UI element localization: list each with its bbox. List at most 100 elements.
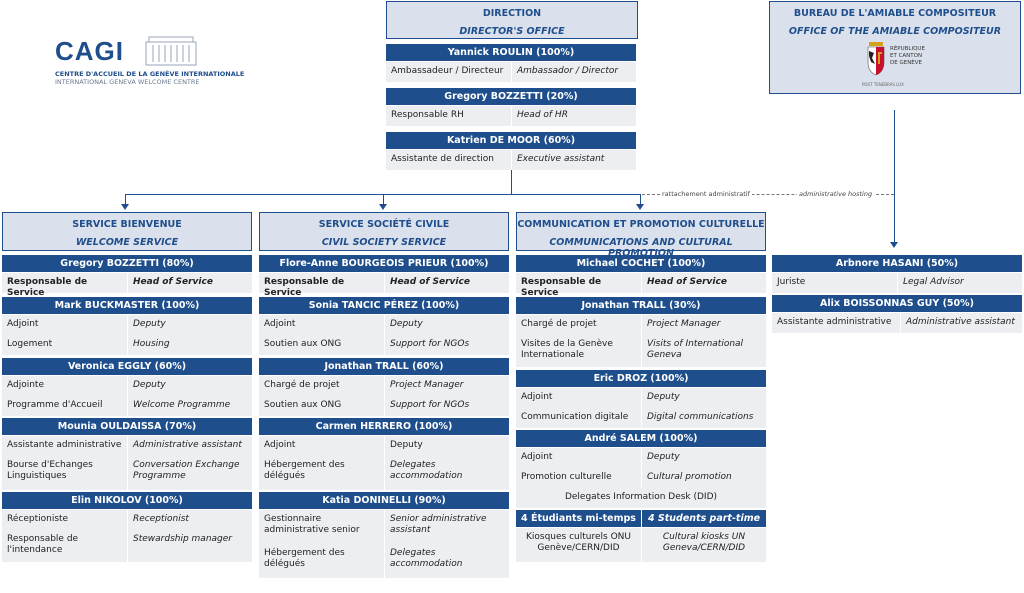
role-fr: Adjoint xyxy=(521,392,553,402)
role-fr: Adjoint xyxy=(521,452,553,462)
geneva-coat-of-arms-icon xyxy=(867,42,885,76)
comms-header: COMMUNICATION ET PROMOTION CULTURELLE CO… xyxy=(516,212,766,259)
arrow-comms xyxy=(636,204,644,210)
role-fr: Chargé de projet xyxy=(264,380,340,390)
branch-welcome xyxy=(125,194,126,206)
civil-name-2: Sonia TANCIC PÉREZ (100%) xyxy=(259,297,509,314)
civil-row-6: Adjoint Deputy xyxy=(259,436,509,456)
role-fr: Responsable de l'intendance xyxy=(7,534,79,555)
role-fr: Soutien aux ONG xyxy=(264,339,342,349)
branch-civil xyxy=(383,194,384,206)
comms-row-3: Visites de la Genève Internationale Visi… xyxy=(516,335,766,367)
role-en: Project Manager xyxy=(641,315,766,335)
civil-row-1: Responsable de Service Head of Service xyxy=(259,273,509,298)
role-en: Visits of International Geneva xyxy=(641,335,766,367)
welcome-title-en: WELCOME SERVICE xyxy=(75,237,179,248)
role-en: Delegates accommodation xyxy=(384,544,509,578)
civil-row-9: Hébergement des délégués Delegates accom… xyxy=(259,544,509,578)
amiable-row-2: Assistante administrative Administrative… xyxy=(772,313,1022,333)
arrow-amiable xyxy=(890,242,898,248)
civil-row-8: Gestionnaire administrative senior Senio… xyxy=(259,510,509,544)
civil-row-4: Chargé de projet Project Manager xyxy=(259,376,509,396)
comms-row-6: Adjoint Deputy xyxy=(516,448,766,468)
welcome-row-7: Bourse d'Echanges Linguistiques Conversa… xyxy=(2,456,252,490)
director-row-1: Ambassadeur / Directeur Ambassador / Dir… xyxy=(386,62,636,82)
logo-line-fr: CENTRE D'ACCUEIL DE LA GENÈVE INTERNATIO… xyxy=(55,70,245,78)
comms-row-2: Chargé de projet Project Manager xyxy=(516,315,766,335)
welcome-row-4: Adjointe Deputy xyxy=(2,376,252,396)
role-en: Delegates accommodation xyxy=(384,456,509,490)
welcome-title-fr: SERVICE BIENVENUE xyxy=(72,219,182,230)
civil-title-en: CIVIL SOCIETY SERVICE xyxy=(321,237,447,248)
role-fr: Assistante de direction xyxy=(391,154,494,164)
role-en: Head of HR xyxy=(511,106,636,126)
role-en: Deputy xyxy=(641,388,766,408)
welcome-name-2: Mark BUCKMASTER (100%) xyxy=(2,297,252,314)
role-fr: Bourse d'Echanges Linguistiques xyxy=(7,460,93,481)
bureau-header: BUREAU DE L'AMIABLE COMPOSITEUR OFFICE O… xyxy=(769,1,1021,94)
welcome-row-9: Responsable de l'intendance Stewardship … xyxy=(2,530,252,562)
amiable-name-1: Arbnore HASANI (50%) xyxy=(772,255,1022,272)
comms-row-8: Kiosques culturels ONU Genève/CERN/DID C… xyxy=(516,528,766,562)
welcome-name-3: Veronica EGGLY (60%) xyxy=(2,358,252,375)
amiable-name-2: Alix BOISSONNAS GUY (50%) xyxy=(772,295,1022,312)
comms-students: 4 Étudiants mi-temps 4 Students part-tim… xyxy=(516,510,766,527)
role-fr: Adjoint xyxy=(264,319,296,329)
comms-name-2: Jonathan TRALL (30%) xyxy=(516,297,766,314)
cagi-logo: CAGI CENTRE D'ACCUEIL DE LA GENÈVE INTER… xyxy=(55,36,255,86)
comms-name-4: André SALEM (100%) xyxy=(516,430,766,447)
welcome-row-5: Programme d'Accueil Welcome Programme xyxy=(2,396,252,416)
bureau-title-en: OFFICE OF THE AMIABLE COMPOSITEUR xyxy=(788,26,1002,37)
director-title-en: DIRECTOR'S OFFICE xyxy=(459,26,565,37)
welcome-row-3: Logement Housing xyxy=(2,335,252,355)
role-fr: Chargé de projet xyxy=(521,319,597,329)
role-en: Ambassador / Director xyxy=(511,62,636,82)
bureau-down-line xyxy=(894,110,895,244)
comms-row-4: Adjoint Deputy xyxy=(516,388,766,408)
civil-name-5: Katia DONINELLI (90%) xyxy=(259,492,509,509)
welcome-name-5: Elin NIKOLOV (100%) xyxy=(2,492,252,509)
role-en: Deputy xyxy=(641,448,766,468)
building-icon xyxy=(145,36,197,66)
role-en: Deputy xyxy=(127,315,252,335)
role-fr: Responsable de Service xyxy=(264,277,345,298)
welcome-header: SERVICE BIENVENUE WELCOME SERVICE xyxy=(2,212,252,251)
role-en: Legal Advisor xyxy=(897,273,1022,293)
role-en: Welcome Programme xyxy=(127,396,252,416)
role-en: Conversation Exchange Programme xyxy=(127,456,252,490)
comms-row-1: Responsable de Service Head of Service xyxy=(516,273,766,298)
role-fr: Responsable de Service xyxy=(521,277,602,298)
role-en: Housing xyxy=(127,335,252,355)
role-en: Digital communications xyxy=(641,408,766,428)
amiable-row-1: Juriste Legal Advisor xyxy=(772,273,1022,293)
logo-line-en: INTERNATIONAL GENEVA WELCOME CENTRE xyxy=(55,78,200,86)
welcome-name-1: Gregory BOZZETTI (80%) xyxy=(2,255,252,272)
role-en: Head of Service xyxy=(641,273,766,293)
role-fr: Kiosques culturels ONU Genève/CERN/DID xyxy=(526,532,631,553)
comms-title-en: COMMUNICATIONS AND CULTURAL PROMOTION xyxy=(549,237,733,259)
welcome-name-4: Mounia OULDAISSA (70%) xyxy=(2,418,252,435)
comms-name-1: Michael COCHET (100%) xyxy=(516,255,766,272)
comms-title-fr: COMMUNICATION ET PROMOTION CULTURELLE xyxy=(517,219,765,230)
director-name-1: Yannick ROULIN (100%) xyxy=(386,44,636,61)
comms-row-7: Promotion culturelle Cultural promotion xyxy=(516,468,766,488)
bureau-title-fr: BUREAU DE L'AMIABLE COMPOSITEUR xyxy=(793,8,997,19)
role-en: Deputy xyxy=(127,376,252,396)
comms-row-5: Communication digitale Digital communica… xyxy=(516,408,766,428)
role-fr: Assistante administrative xyxy=(7,440,122,450)
civil-header: SERVICE SOCIÉTÉ CIVILE CIVIL SOCIETY SER… xyxy=(259,212,509,251)
role-en: Deputy xyxy=(384,436,509,456)
canton-line-3: DE GENÈVE xyxy=(890,60,923,66)
role-fr: Responsable RH xyxy=(391,110,464,120)
role-en: Support for NGOs xyxy=(384,396,509,416)
role-fr: Adjointe xyxy=(7,380,44,390)
role-fr: Réceptioniste xyxy=(7,514,69,524)
canton-line-1: RÉPUBLIQUE xyxy=(890,46,925,52)
welcome-row-2: Adjoint Deputy xyxy=(2,315,252,335)
role-en: Head of Service xyxy=(384,273,509,293)
role-en: Executive assistant xyxy=(511,150,636,170)
role-en: Receptionist xyxy=(127,510,252,530)
role-fr: Promotion culturelle xyxy=(521,472,612,482)
role-fr: Hébergement des délégués xyxy=(264,460,345,481)
role-en: Administrative assistant xyxy=(127,436,252,456)
